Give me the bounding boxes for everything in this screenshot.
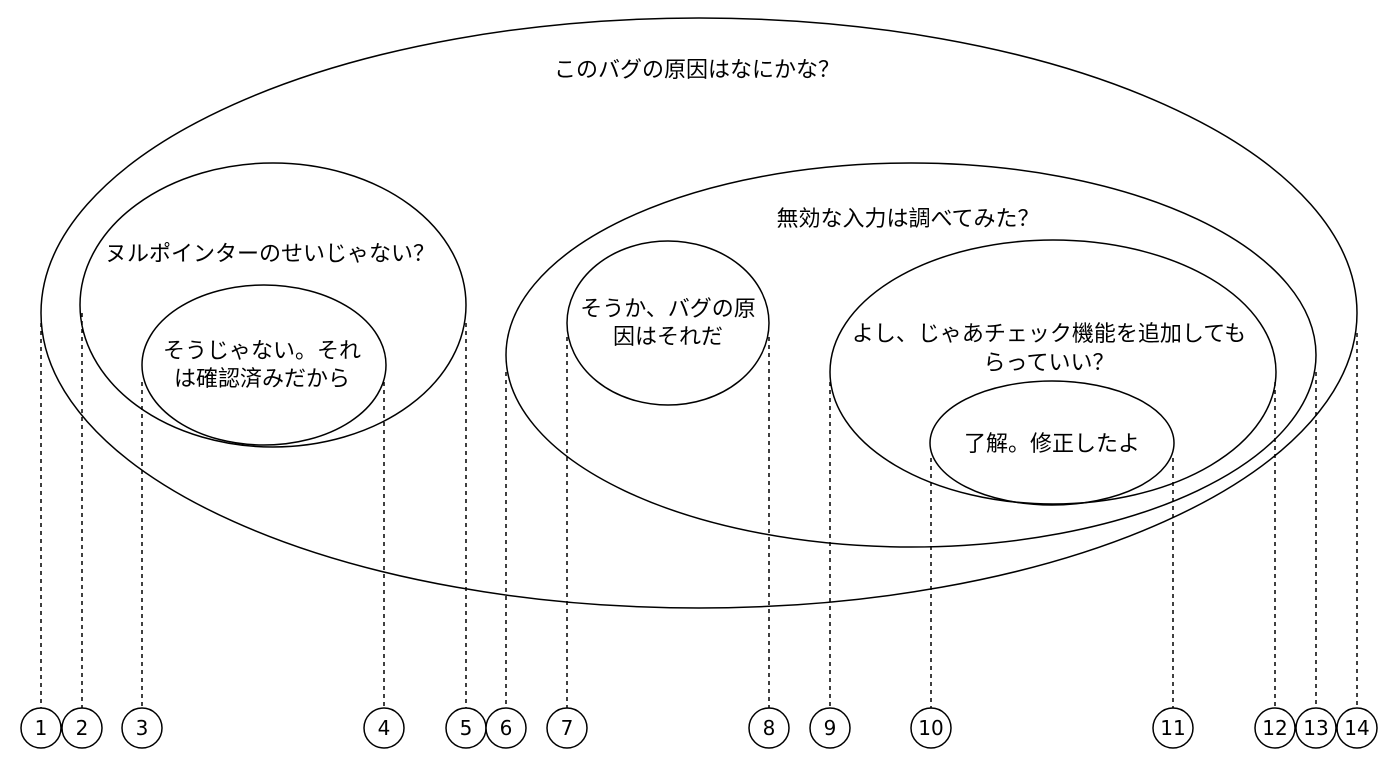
marker-circle-7 xyxy=(546,707,588,749)
marker-number-14: 14 xyxy=(1344,716,1369,740)
marker-number-9: 9 xyxy=(824,716,837,740)
marker-circle-11 xyxy=(1152,707,1194,749)
marker-number-10: 10 xyxy=(918,716,943,740)
marker-number-8: 8 xyxy=(763,716,776,740)
already-checked-label-line2: は確認済みだから xyxy=(174,367,350,392)
already-checked-label-line1: そうじゃない。それ xyxy=(163,339,361,364)
marker-number-3: 3 xyxy=(136,716,149,740)
cause-found-bubble xyxy=(566,240,770,406)
marker-circle-10 xyxy=(910,707,952,749)
marker-circle-8 xyxy=(748,707,790,749)
invalid-input-bubble-label: 無効な入力は調べてみた？ xyxy=(776,207,1039,232)
fixed-bubble-label: 了解。修正したよ xyxy=(964,432,1140,457)
marker-number-4: 4 xyxy=(378,716,391,740)
marker-circle-6 xyxy=(485,707,527,749)
outer-bubble-label: このバグの原因はなにかな？ xyxy=(554,58,840,83)
fixed-bubble xyxy=(929,380,1175,506)
marker-circle-14 xyxy=(1336,707,1378,749)
add-check-label-line1: よし、じゃあチェック機能を追加しても xyxy=(852,322,1246,347)
marker-number-5: 5 xyxy=(460,716,473,740)
marker-circle-13 xyxy=(1295,707,1337,749)
marker-number-12: 12 xyxy=(1262,716,1287,740)
marker-number-2: 2 xyxy=(76,716,89,740)
nullpointer-bubble xyxy=(79,162,467,448)
add-check-bubble xyxy=(829,239,1277,505)
marker-number-11: 11 xyxy=(1160,716,1185,740)
outer-bubble xyxy=(40,17,1358,609)
add-check-label-line2: らっていい？ xyxy=(984,351,1115,376)
marker-number-7: 7 xyxy=(561,716,574,740)
nullpointer-bubble-label: ヌルポインターのせいじゃない？ xyxy=(105,242,435,267)
marker-number-1: 1 xyxy=(35,716,48,740)
invalid-input-bubble xyxy=(505,162,1317,548)
already-checked-bubble xyxy=(141,284,387,446)
marker-circle-2 xyxy=(61,707,103,749)
marker-circle-4 xyxy=(363,707,405,749)
marker-number-6: 6 xyxy=(500,716,513,740)
cause-found-label-line2: 因はそれだ xyxy=(613,325,723,350)
cause-found-label-line1: そうか、バグの原 xyxy=(580,297,756,322)
marker-number-13: 13 xyxy=(1303,716,1328,740)
marker-circle-9 xyxy=(809,707,851,749)
marker-circle-12 xyxy=(1254,707,1296,749)
marker-circle-1 xyxy=(20,707,62,749)
marker-circle-3 xyxy=(121,707,163,749)
